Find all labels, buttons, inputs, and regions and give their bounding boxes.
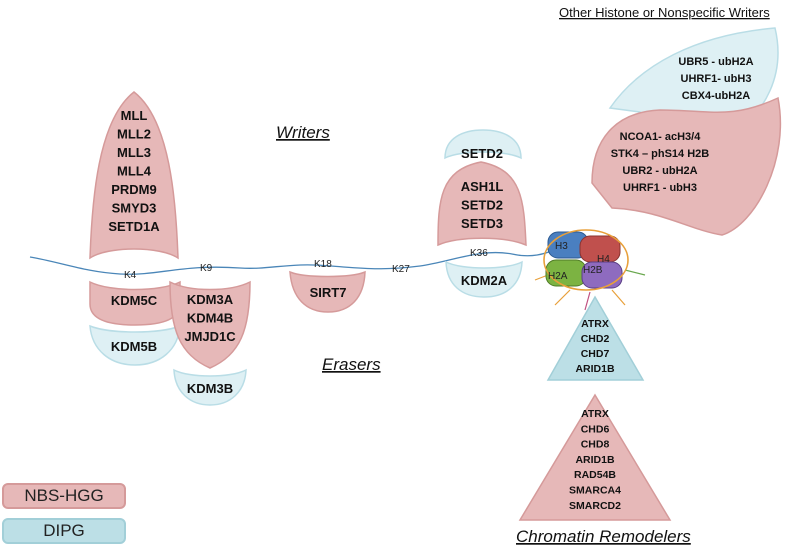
other-nbs-writer-3: UBR2 - ubH2A xyxy=(622,165,697,177)
k4-writer-1: MLL xyxy=(121,108,148,123)
legend-dipg-label: DIPG xyxy=(43,521,85,540)
site-label-k27: K27 xyxy=(392,264,410,275)
remodeler-dipg-4: ARID1B xyxy=(575,363,615,375)
remodeler-nbs-3: CHD8 xyxy=(581,439,610,451)
remodelers-nbs-triangle xyxy=(518,393,672,521)
other-dipg-writer-3: CBX4-ubH2A xyxy=(682,90,751,102)
site-label-k18: K18 xyxy=(314,259,332,270)
legend-dipg: DIPG xyxy=(2,518,126,544)
site-label-k4: K4 xyxy=(124,270,137,281)
remodeler-nbs-6: SMARCA4 xyxy=(569,485,621,497)
other-dipg-writer-1: UBR5 - ubH2A xyxy=(678,56,753,68)
site-label-k36: K36 xyxy=(470,248,488,259)
label-h2b: H2B xyxy=(583,265,603,276)
heading-other-writers: Other Histone or Nonspecific Writers xyxy=(559,5,770,20)
k36-dipg-writer-shape xyxy=(444,129,522,160)
remodelers-dipg-triangle xyxy=(546,295,645,381)
other-nbs-writer-2: STK4 – phS14 H2B xyxy=(611,148,709,160)
k9-nbs-eraser-1: KDM3A xyxy=(187,292,234,307)
remodeler-nbs-5: RAD54B xyxy=(574,469,616,481)
k9-nbs-eraser-2: KDM4B xyxy=(187,311,233,326)
k9-nbs-eraser-shape xyxy=(169,280,251,369)
remodeler-dipg-2: CHD2 xyxy=(581,333,610,345)
remodeler-dipg-1: ATRX xyxy=(581,318,609,330)
heading-writers: Writers xyxy=(276,123,330,142)
k9-nbs-eraser-3: JMJD1C xyxy=(184,329,236,344)
k4-nbs-erasers-list: KDM5C xyxy=(111,293,158,308)
other-nbs-writer-4: UHRF1 - ubH3 xyxy=(623,182,697,194)
remodeler-nbs-7: SMARCD2 xyxy=(569,500,621,512)
legend-nbs-hgg: NBS-HGG xyxy=(2,483,126,509)
other-writers-nbs-shape xyxy=(591,96,782,236)
k18-nbs-eraser-shape xyxy=(289,270,366,313)
label-h4: H4 xyxy=(597,254,610,265)
k4-dipg-eraser-1: KDM5B xyxy=(111,339,157,354)
histone-tail-line xyxy=(29,246,561,275)
remodeler-dipg-3: CHD7 xyxy=(581,348,610,360)
k4-dipg-erasers-list: KDM5B xyxy=(111,339,157,354)
legend-nbs-label: NBS-HGG xyxy=(24,486,104,505)
k18-nbs-eraser-1: SIRT7 xyxy=(310,285,347,300)
k4-writer-7: SETD1A xyxy=(108,219,160,234)
k18-nbs-erasers-list: SIRT7 xyxy=(310,285,347,300)
remodeler-nbs-1: ATRX xyxy=(581,408,609,420)
k4-writer-5: PRDM9 xyxy=(111,182,157,197)
remodeler-nbs-2: CHD6 xyxy=(581,423,610,435)
site-label-k9: K9 xyxy=(200,263,213,274)
remodeler-nbs-4: ARID1B xyxy=(575,454,615,466)
nucleosome: H3 H4 H2A H2B xyxy=(534,229,646,311)
k4-writer-4: MLL4 xyxy=(117,164,152,179)
k4-writers-shape xyxy=(89,91,179,260)
k36-dipg-writer-1: SETD2 xyxy=(461,146,503,161)
k4-nbs-eraser-1: KDM5C xyxy=(111,293,158,308)
heading-erasers: Erasers xyxy=(322,355,381,374)
k4-writer-6: SMYD3 xyxy=(112,201,157,216)
other-dipg-writer-2: UHRF1- ubH3 xyxy=(681,73,752,85)
k36-dipg-eraser-1: KDM2A xyxy=(461,273,508,288)
k4-dipg-eraser-shape xyxy=(89,324,181,366)
label-h2a: H2A xyxy=(548,271,568,282)
k36-writer-3: SETD3 xyxy=(461,216,503,231)
k9-dipg-eraser-shape xyxy=(173,368,247,406)
k36-writers-shape xyxy=(437,161,527,247)
k36-writer-1: ASH1L xyxy=(461,179,504,194)
label-h3: H3 xyxy=(555,241,568,252)
heading-chromatin-remodelers: Chromatin Remodelers xyxy=(516,527,691,546)
k9-dipg-erasers-list: KDM3B xyxy=(187,381,233,396)
k4-writer-3: MLL3 xyxy=(117,145,151,160)
k9-nbs-erasers-list: KDM3A KDM4B JMJD1C xyxy=(184,292,236,344)
k36-dipg-eraser-shape xyxy=(445,260,523,298)
other-nbs-writer-1: NCOA1- acH3/4 xyxy=(620,131,702,143)
k4-writer-2: MLL2 xyxy=(117,127,151,142)
k36-dipg-writers-list: SETD2 xyxy=(461,146,503,161)
k36-writer-2: SETD2 xyxy=(461,198,503,213)
k9-dipg-eraser-1: KDM3B xyxy=(187,381,233,396)
k36-dipg-erasers-list: KDM2A xyxy=(461,273,508,288)
